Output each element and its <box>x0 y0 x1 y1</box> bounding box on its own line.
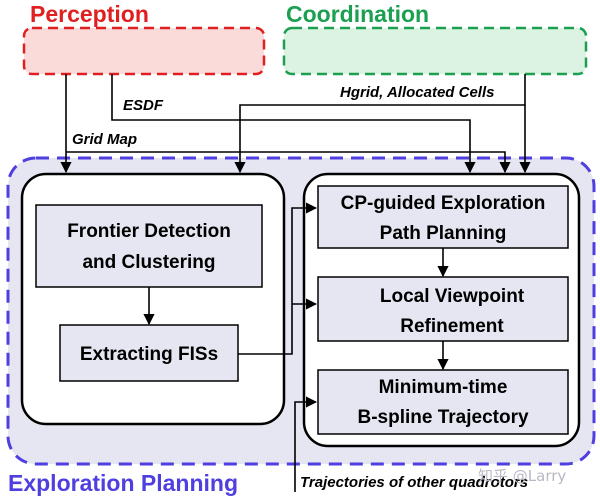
exploration-planning-title: Exploration Planning <box>8 470 238 496</box>
arrow-grid-map-branch <box>66 151 511 174</box>
perception-title: Perception <box>30 1 149 27</box>
extracting-fiss-label: Extracting FISs <box>80 344 218 365</box>
cp-guided-planning-box <box>317 185 569 249</box>
arrow-trajectories-input <box>294 396 318 492</box>
frontier-detection-box <box>35 204 263 288</box>
bspline-trajectory-box <box>317 369 569 435</box>
coordination-title: Coordination <box>286 1 429 27</box>
frontier-detection-line2: and Clustering <box>82 252 215 273</box>
bspline-line1: Minimum-time <box>379 377 508 398</box>
hgrid-label: Hgrid, Allocated Cells <box>340 84 494 101</box>
bspline-line2: B-spline Trajectory <box>357 407 528 428</box>
extracting-fiss-box <box>59 324 239 382</box>
cp-guided-line1: CP-guided Exploration <box>341 193 546 214</box>
esdf-label: ESDF <box>123 97 164 114</box>
local-viewpoint-line2: Refinement <box>400 316 504 337</box>
arrow-extracting-to-cp <box>238 202 318 355</box>
cp-guided-line2: Path Planning <box>380 223 507 244</box>
arrow-hgrid-to-left <box>234 74 526 174</box>
frontier-detection-line1: Frontier Detection <box>67 221 231 242</box>
coordination-box <box>282 26 588 76</box>
trajectories-label: Trajectories of other quadrotors <box>300 474 528 491</box>
arrow-esdf <box>111 74 476 174</box>
watermark: 知乎 @Larry <box>478 467 566 485</box>
perception-box <box>22 26 266 76</box>
local-viewpoint-line1: Local Viewpoint <box>380 286 525 307</box>
grid-map-label: Grid Map <box>72 131 137 148</box>
